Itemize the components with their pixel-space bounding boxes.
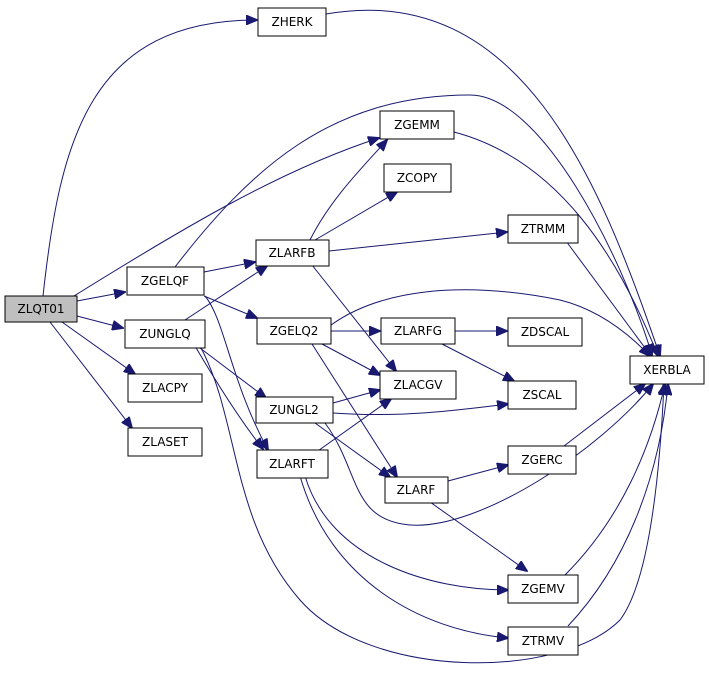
edge-zgelq2-zlacgv <box>321 343 380 375</box>
edge-zgelq2-zlarf <box>311 343 397 477</box>
edge-zlarfb-ztrmm <box>328 232 507 252</box>
node-label-zgelqf: ZGELQF <box>141 274 189 288</box>
node-label-zdscal: ZDSCAL <box>521 325 570 339</box>
node-zgerc[interactable]: ZGERC <box>507 445 577 475</box>
node-label-zgerc: ZGERC <box>521 453 562 467</box>
node-zlqt01[interactable]: ZLQT01 <box>4 295 78 323</box>
edge-zlarft-ztrmv <box>299 475 508 638</box>
edge-zgemm-xerbla <box>453 131 658 356</box>
edges <box>42 9 668 664</box>
edge-ztrmv-xerbla <box>567 384 668 627</box>
node-label-zherk: ZHERK <box>271 15 313 29</box>
edge-zlqt01-zlaset <box>49 321 132 428</box>
node-label-zlarfb: ZLARFB <box>269 246 316 260</box>
edge-zunglq-zungl2 <box>199 347 266 398</box>
node-zunglq[interactable]: ZUNGLQ <box>124 319 206 349</box>
node-label-zungl2: ZUNGL2 <box>269 403 319 417</box>
node-zlacgv[interactable]: ZLACGV <box>379 370 457 400</box>
edge-zlarft-zlacgv <box>314 399 391 454</box>
edge-zlqt01-zgelqf <box>76 292 125 302</box>
edge-zherk-xerbla <box>325 9 660 356</box>
edge-zlqt01-zherk <box>42 20 257 297</box>
node-xerbla[interactable]: XERBLA <box>629 355 705 385</box>
edge-zunglq-zlarfb <box>184 266 267 321</box>
edge-zgelqf-xerbla <box>174 94 652 355</box>
node-ztrmm[interactable]: ZTRMM <box>507 214 579 244</box>
node-zcopy[interactable]: ZCOPY <box>383 163 452 193</box>
edge-zgerc-xerbla <box>563 384 645 447</box>
node-zlarft[interactable]: ZLARFT <box>256 449 329 479</box>
edge-zungl2-zlacgv <box>332 390 380 404</box>
node-label-zlqt01: ZLQT01 <box>18 302 65 316</box>
edge-zlqt01-zlacpy <box>61 321 135 374</box>
edge-zlqt01-zunglq <box>76 315 123 328</box>
node-zlacpy[interactable]: ZLACPY <box>127 373 203 403</box>
node-label-zcopy: ZCOPY <box>397 171 438 185</box>
node-label-xerbla: XERBLA <box>643 363 691 377</box>
node-zdscal[interactable]: ZDSCAL <box>507 317 583 347</box>
edge-zlarf-zgerc <box>447 465 508 482</box>
node-label-zlacpy: ZLACPY <box>142 381 189 395</box>
edge-ztrmm-xerbla <box>565 240 651 356</box>
node-zscal[interactable]: ZSCAL <box>507 380 577 410</box>
node-label-zscal: ZSCAL <box>522 388 561 402</box>
edge-zlarfb-zcopy <box>314 192 397 241</box>
node-label-zlarfg: ZLARFG <box>394 324 442 338</box>
node-zlarfg[interactable]: ZLARFG <box>380 317 456 345</box>
edge-zunglq-xerbla <box>199 345 664 664</box>
edge-zgelqf-zlarfb <box>203 262 255 273</box>
node-zgemv[interactable]: ZGEMV <box>507 574 579 604</box>
node-ztrmv[interactable]: ZTRMV <box>507 626 579 656</box>
node-label-ztrmv: ZTRMV <box>522 634 565 648</box>
node-label-ztrmm: ZTRMM <box>521 222 566 236</box>
node-zgelq2[interactable]: ZGELQ2 <box>256 317 332 345</box>
node-zgelqf[interactable]: ZGELQF <box>126 266 205 296</box>
node-label-zgelq2: ZGELQ2 <box>270 324 319 338</box>
edge-zgelqf-zgelq2 <box>203 295 257 318</box>
edge-zlarfb-zgemm <box>309 140 387 241</box>
nodes: ZLQT01 ZHERK ZGEMM ZCOPY ZTRMM ZGELQF ZL… <box>4 7 705 656</box>
edge-zgelqf-zlarft <box>204 295 268 450</box>
node-label-zunglq: ZUNGLQ <box>139 327 190 341</box>
edge-zlarfg-zscal <box>441 343 514 381</box>
node-zlarf[interactable]: ZLARF <box>384 476 449 504</box>
node-zgemm[interactable]: ZGEMM <box>379 110 455 140</box>
edge-zunglq-zlarft <box>194 345 263 449</box>
node-zungl2[interactable]: ZUNGL2 <box>255 396 334 424</box>
edge-zlarf-zgemv <box>429 501 527 571</box>
node-zlarfb[interactable]: ZLARFB <box>255 239 330 267</box>
edge-zlarfb-zlacgv <box>311 264 396 371</box>
node-label-zlarf: ZLARF <box>397 483 436 497</box>
edge-zgelq2-xerbla <box>330 289 650 356</box>
edge-zlqt01-zgemm <box>73 138 379 297</box>
edge-zlarft-zgemv <box>304 475 508 590</box>
node-zlaset[interactable]: ZLASET <box>127 427 203 457</box>
node-label-zgemv: ZGEMV <box>521 582 565 596</box>
edge-zungl2-zscal <box>332 404 508 416</box>
node-label-zlacgv: ZLACGV <box>393 378 443 392</box>
edge-zungl2-xerbla <box>324 384 653 526</box>
edge-zgemv-xerbla <box>564 384 665 576</box>
node-zherk[interactable]: ZHERK <box>257 7 327 37</box>
node-label-zgemm: ZGEMM <box>394 118 440 132</box>
node-label-zlaset: ZLASET <box>142 435 189 449</box>
edge-zungl2-zlarf <box>314 422 390 477</box>
node-label-zlarft: ZLARFT <box>269 457 315 471</box>
